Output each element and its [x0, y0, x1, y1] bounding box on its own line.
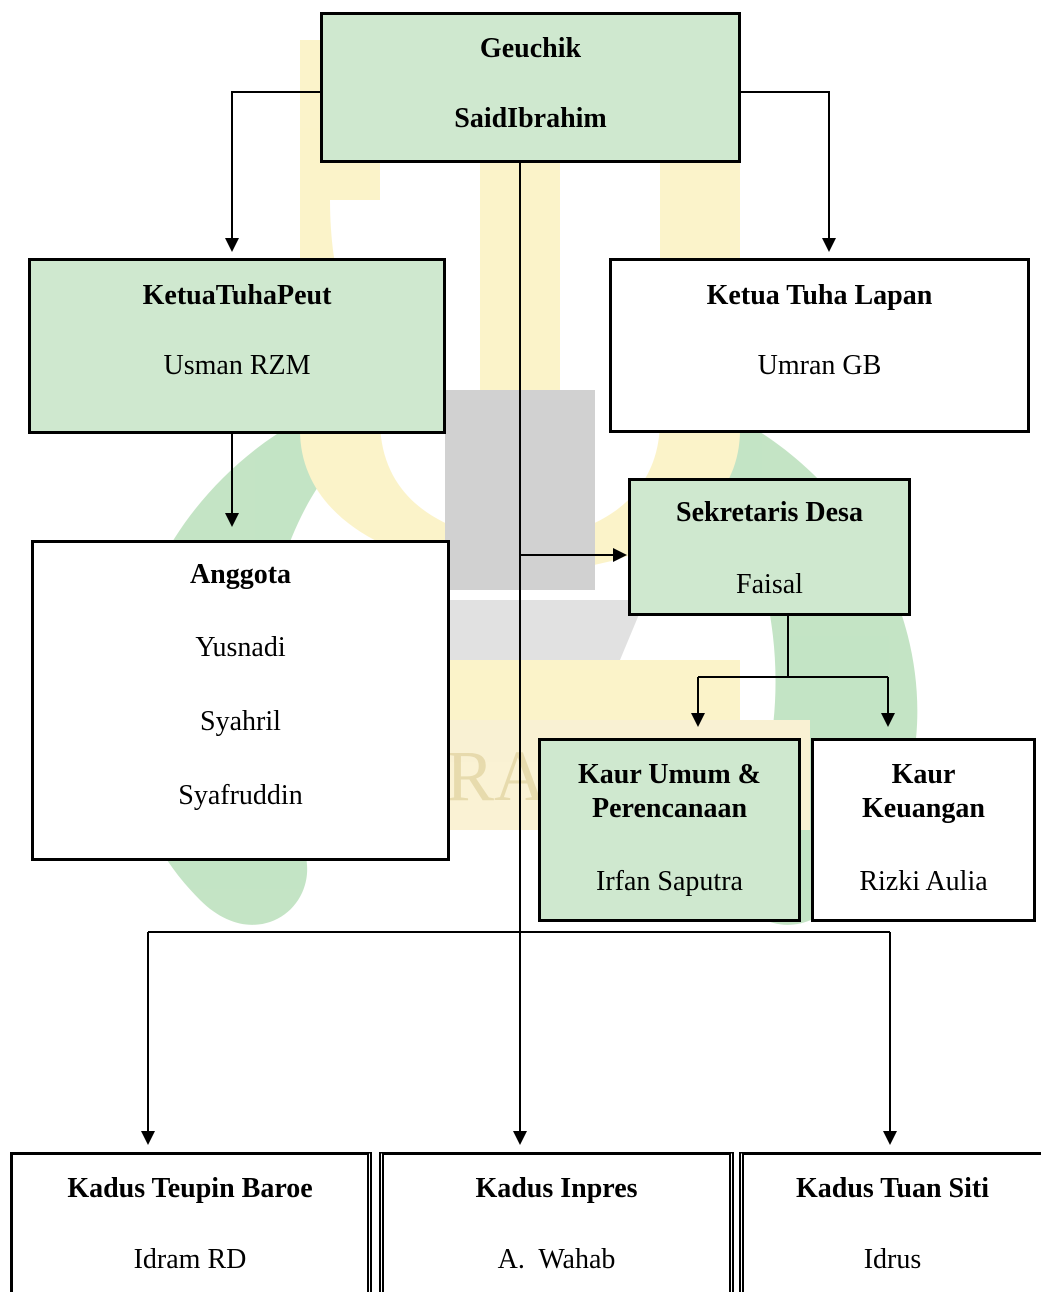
- node-anggota-member: Yusnadi: [195, 632, 286, 663]
- node-kadus-tuan-name: Idrus: [863, 1244, 922, 1275]
- node-sekretaris-name: Faisal: [736, 569, 803, 600]
- node-kadus-inpres-name: A. Wahab: [497, 1244, 616, 1275]
- node-geuchik: Geuchik SaidIbrahim: [320, 12, 741, 163]
- node-kadus-inpres-title: Kadus Inpres: [475, 1173, 638, 1204]
- node-anggota: Anggota Yusnadi Syahril Syafruddin: [31, 540, 450, 861]
- node-kadus-inpres: Kadus Inpres A. Wahab: [379, 1152, 734, 1292]
- node-kaur-keuangan-name: Rizki Aulia: [859, 866, 988, 897]
- node-kaur-umum: Kaur Umum & Perencanaan Irfan Saputra: [538, 738, 801, 922]
- node-kadus-teupin-name: Idram RD: [133, 1244, 247, 1275]
- node-kaur-keuangan-title-2: Keuangan: [862, 793, 985, 824]
- connector-geuchik-tuhapeut: [225, 91, 322, 252]
- node-tuha-peut-title: KetuaTuhaPeut: [142, 280, 332, 311]
- node-kadus-tuan-title: Kadus Tuan Siti: [795, 1173, 990, 1204]
- node-anggota-title: Anggota: [189, 559, 292, 590]
- node-kaur-keuangan: Kaur Keuangan Rizki Aulia: [811, 738, 1036, 922]
- node-kadus-teupin-baroe: Kadus Teupin Baroe Idram RD: [10, 1152, 372, 1292]
- node-geuchik-name: SaidIbrahim: [454, 103, 607, 134]
- node-geuchik-title: Geuchik: [479, 33, 582, 64]
- node-sekretaris-title: Sekretaris Desa: [676, 497, 863, 528]
- connector-geuchik-tuhalapan: [740, 91, 836, 252]
- node-kaur-keuangan-title-1: Kaur: [891, 759, 956, 790]
- node-tuha-lapan-title: Ketua Tuha Lapan: [706, 280, 933, 311]
- node-kaur-umum-title-2: Perencanaan: [591, 793, 748, 824]
- node-tuha-lapan-name: Umran GB: [757, 350, 882, 381]
- node-ketua-tuha-peut: KetuaTuhaPeut Usman RZM: [28, 258, 446, 434]
- node-kadus-tuan-siti: Kadus Tuan Siti Idrus: [739, 1152, 1041, 1292]
- node-kaur-umum-title-1: Kaur Umum &: [577, 759, 762, 790]
- node-anggota-member: Syafruddin: [178, 780, 303, 811]
- node-sekretaris-desa: Sekretaris Desa Faisal: [628, 478, 911, 616]
- node-anggota-member: Syahril: [200, 706, 281, 737]
- node-ketua-tuha-lapan: Ketua Tuha Lapan Umran GB: [609, 258, 1030, 433]
- node-kadus-teupin-title: Kadus Teupin Baroe: [67, 1173, 313, 1204]
- node-kaur-umum-name: Irfan Saputra: [596, 866, 743, 897]
- node-tuha-peut-name: Usman RZM: [163, 350, 311, 381]
